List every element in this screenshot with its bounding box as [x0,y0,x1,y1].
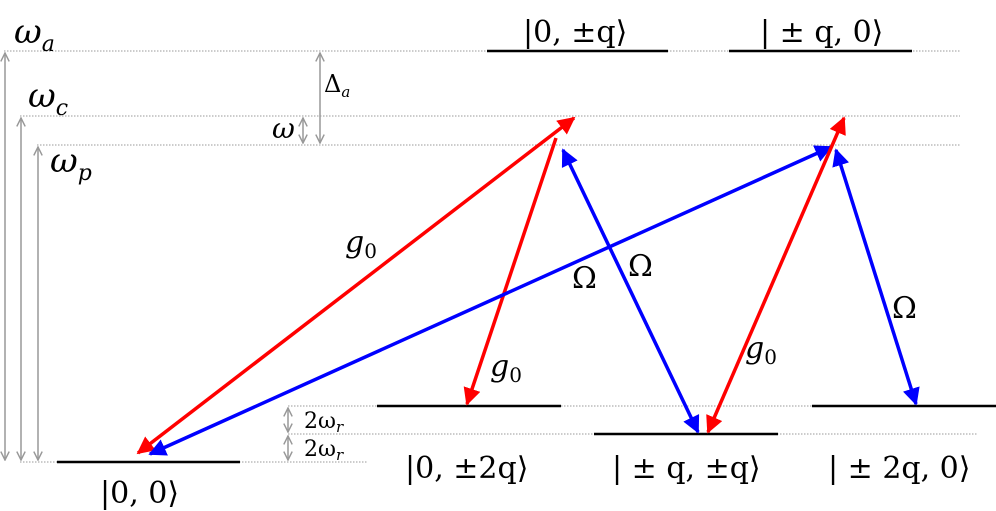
state-label-pq-0: | ± q, 0⟩ [760,15,883,50]
state-label-0-pq: |0, ±q⟩ [523,15,627,50]
recoil-label-1: 2ωr [304,409,344,436]
delta-a-label: Δa [324,70,350,101]
g0-label-right: g0 [745,331,777,369]
omega-p-label: ωp [50,141,92,186]
state-label-0-p2q: |0, ±2q⟩ [405,451,528,486]
omega-arrow-long [148,145,833,456]
g0-label-left: g0 [345,225,377,263]
omega-a-label: ωa [14,12,55,57]
reference-lines [4,50,996,463]
omega-coupling-label-1: Ω [572,261,597,296]
omega-c-label: ωc [28,76,68,121]
g0-arrow-right [706,116,846,434]
coupling-arrows [136,116,920,456]
frequency-labels: ωa ωc ωp Δa ω 2ωr 2ωr [14,12,350,464]
state-labels: |0, ±q⟩ | ± q, 0⟩ |0, 0⟩ |0, ±2q⟩ | ± q,… [100,15,970,511]
omega-coupling-label-3: Ω [892,291,917,326]
g0-label-mid: g0 [490,349,522,387]
state-label-pq-pq: | ± q, ±q⟩ [612,451,761,486]
state-label-0-0: |0, 0⟩ [100,476,179,511]
omega-arrow-right [832,148,920,406]
recoil-label-2: 2ωr [304,437,344,464]
coupling-labels: g0 g0 g0 Ω Ω Ω [345,225,917,387]
energy-levels [57,49,996,464]
g0-arrow-left [136,116,576,455]
state-label-p2q-0: | ± 2q, 0⟩ [828,451,970,486]
omega-coupling-label-2: Ω [628,249,653,284]
omega-label: ω [272,112,295,145]
